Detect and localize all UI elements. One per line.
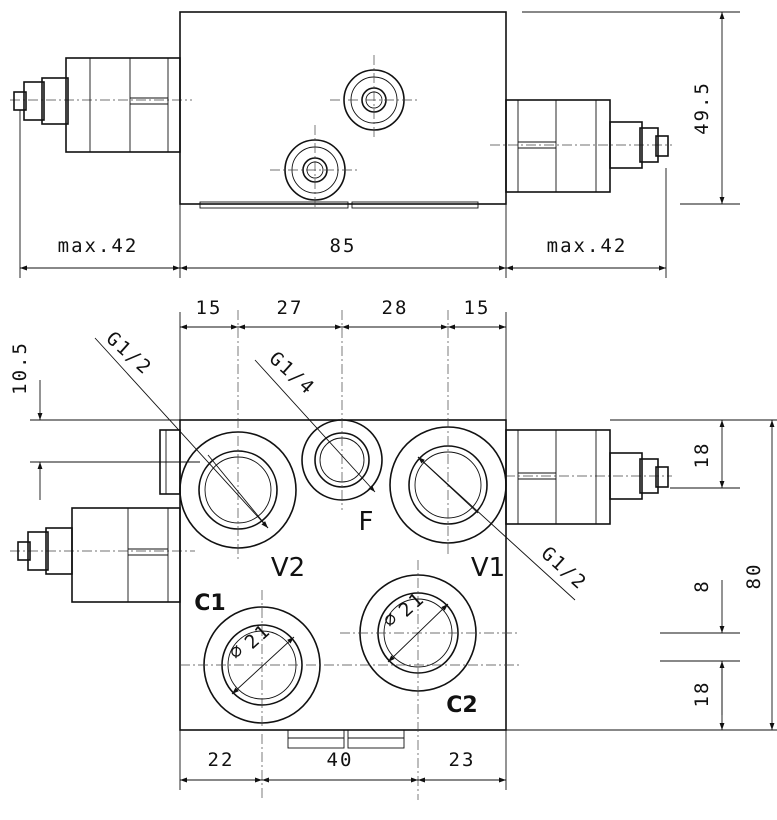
dim-body-height: 49.5 — [691, 81, 713, 135]
front-view-cartridge-left — [17, 507, 181, 603]
dim-right-max: max.42 — [547, 235, 628, 257]
dim-bottom-1: 22 — [208, 749, 235, 771]
front-view-slot-left — [287, 729, 345, 749]
thread-label-v1: G1/2 — [537, 542, 592, 594]
front-view-cartridge-right — [505, 429, 669, 525]
port-label-c2: C2 — [446, 693, 477, 718]
dim-right-3: 18 — [691, 681, 713, 708]
dim-bottom-2: 40 — [327, 749, 354, 771]
top-view-cartridge-left — [13, 57, 181, 153]
diameter-label-c1: 21 — [241, 619, 276, 653]
dim-left-offset: 10.5 — [9, 341, 31, 395]
dim-right-2: 8 — [691, 579, 713, 592]
dim-right-1: 18 — [691, 442, 713, 469]
port-label-f: F — [359, 507, 374, 537]
top-view: max.42 85 max.42 49.5 — [10, 11, 740, 278]
thread-label-v2: G1/2 — [102, 327, 157, 379]
top-view-cartridge-right — [505, 99, 669, 193]
port-label-v1: V1 — [471, 553, 505, 583]
top-view-slot-left — [199, 201, 349, 209]
front-view: 15 27 28 15 22 40 23 10.5 18 8 18 80 — [9, 297, 777, 800]
dim-bottom-3: 23 — [449, 749, 476, 771]
dim-top-1: 15 — [196, 297, 223, 319]
front-view-slot-right — [347, 729, 405, 749]
top-view-slot-right — [351, 201, 479, 209]
dim-top-4: 15 — [464, 297, 491, 319]
dim-left-max: max.42 — [58, 235, 139, 257]
dim-top-2: 27 — [277, 297, 304, 319]
front-view-body — [179, 419, 507, 731]
dim-right-total: 80 — [743, 563, 765, 590]
diameter-label-c2: 21 — [395, 587, 430, 621]
dim-top-3: 28 — [382, 297, 409, 319]
dim-body-width: 85 — [330, 235, 357, 257]
top-view-body — [179, 11, 507, 205]
thread-label-f: G1/4 — [265, 347, 320, 399]
port-label-v2: V2 — [271, 553, 305, 583]
port-label-c1: C1 — [194, 591, 225, 616]
